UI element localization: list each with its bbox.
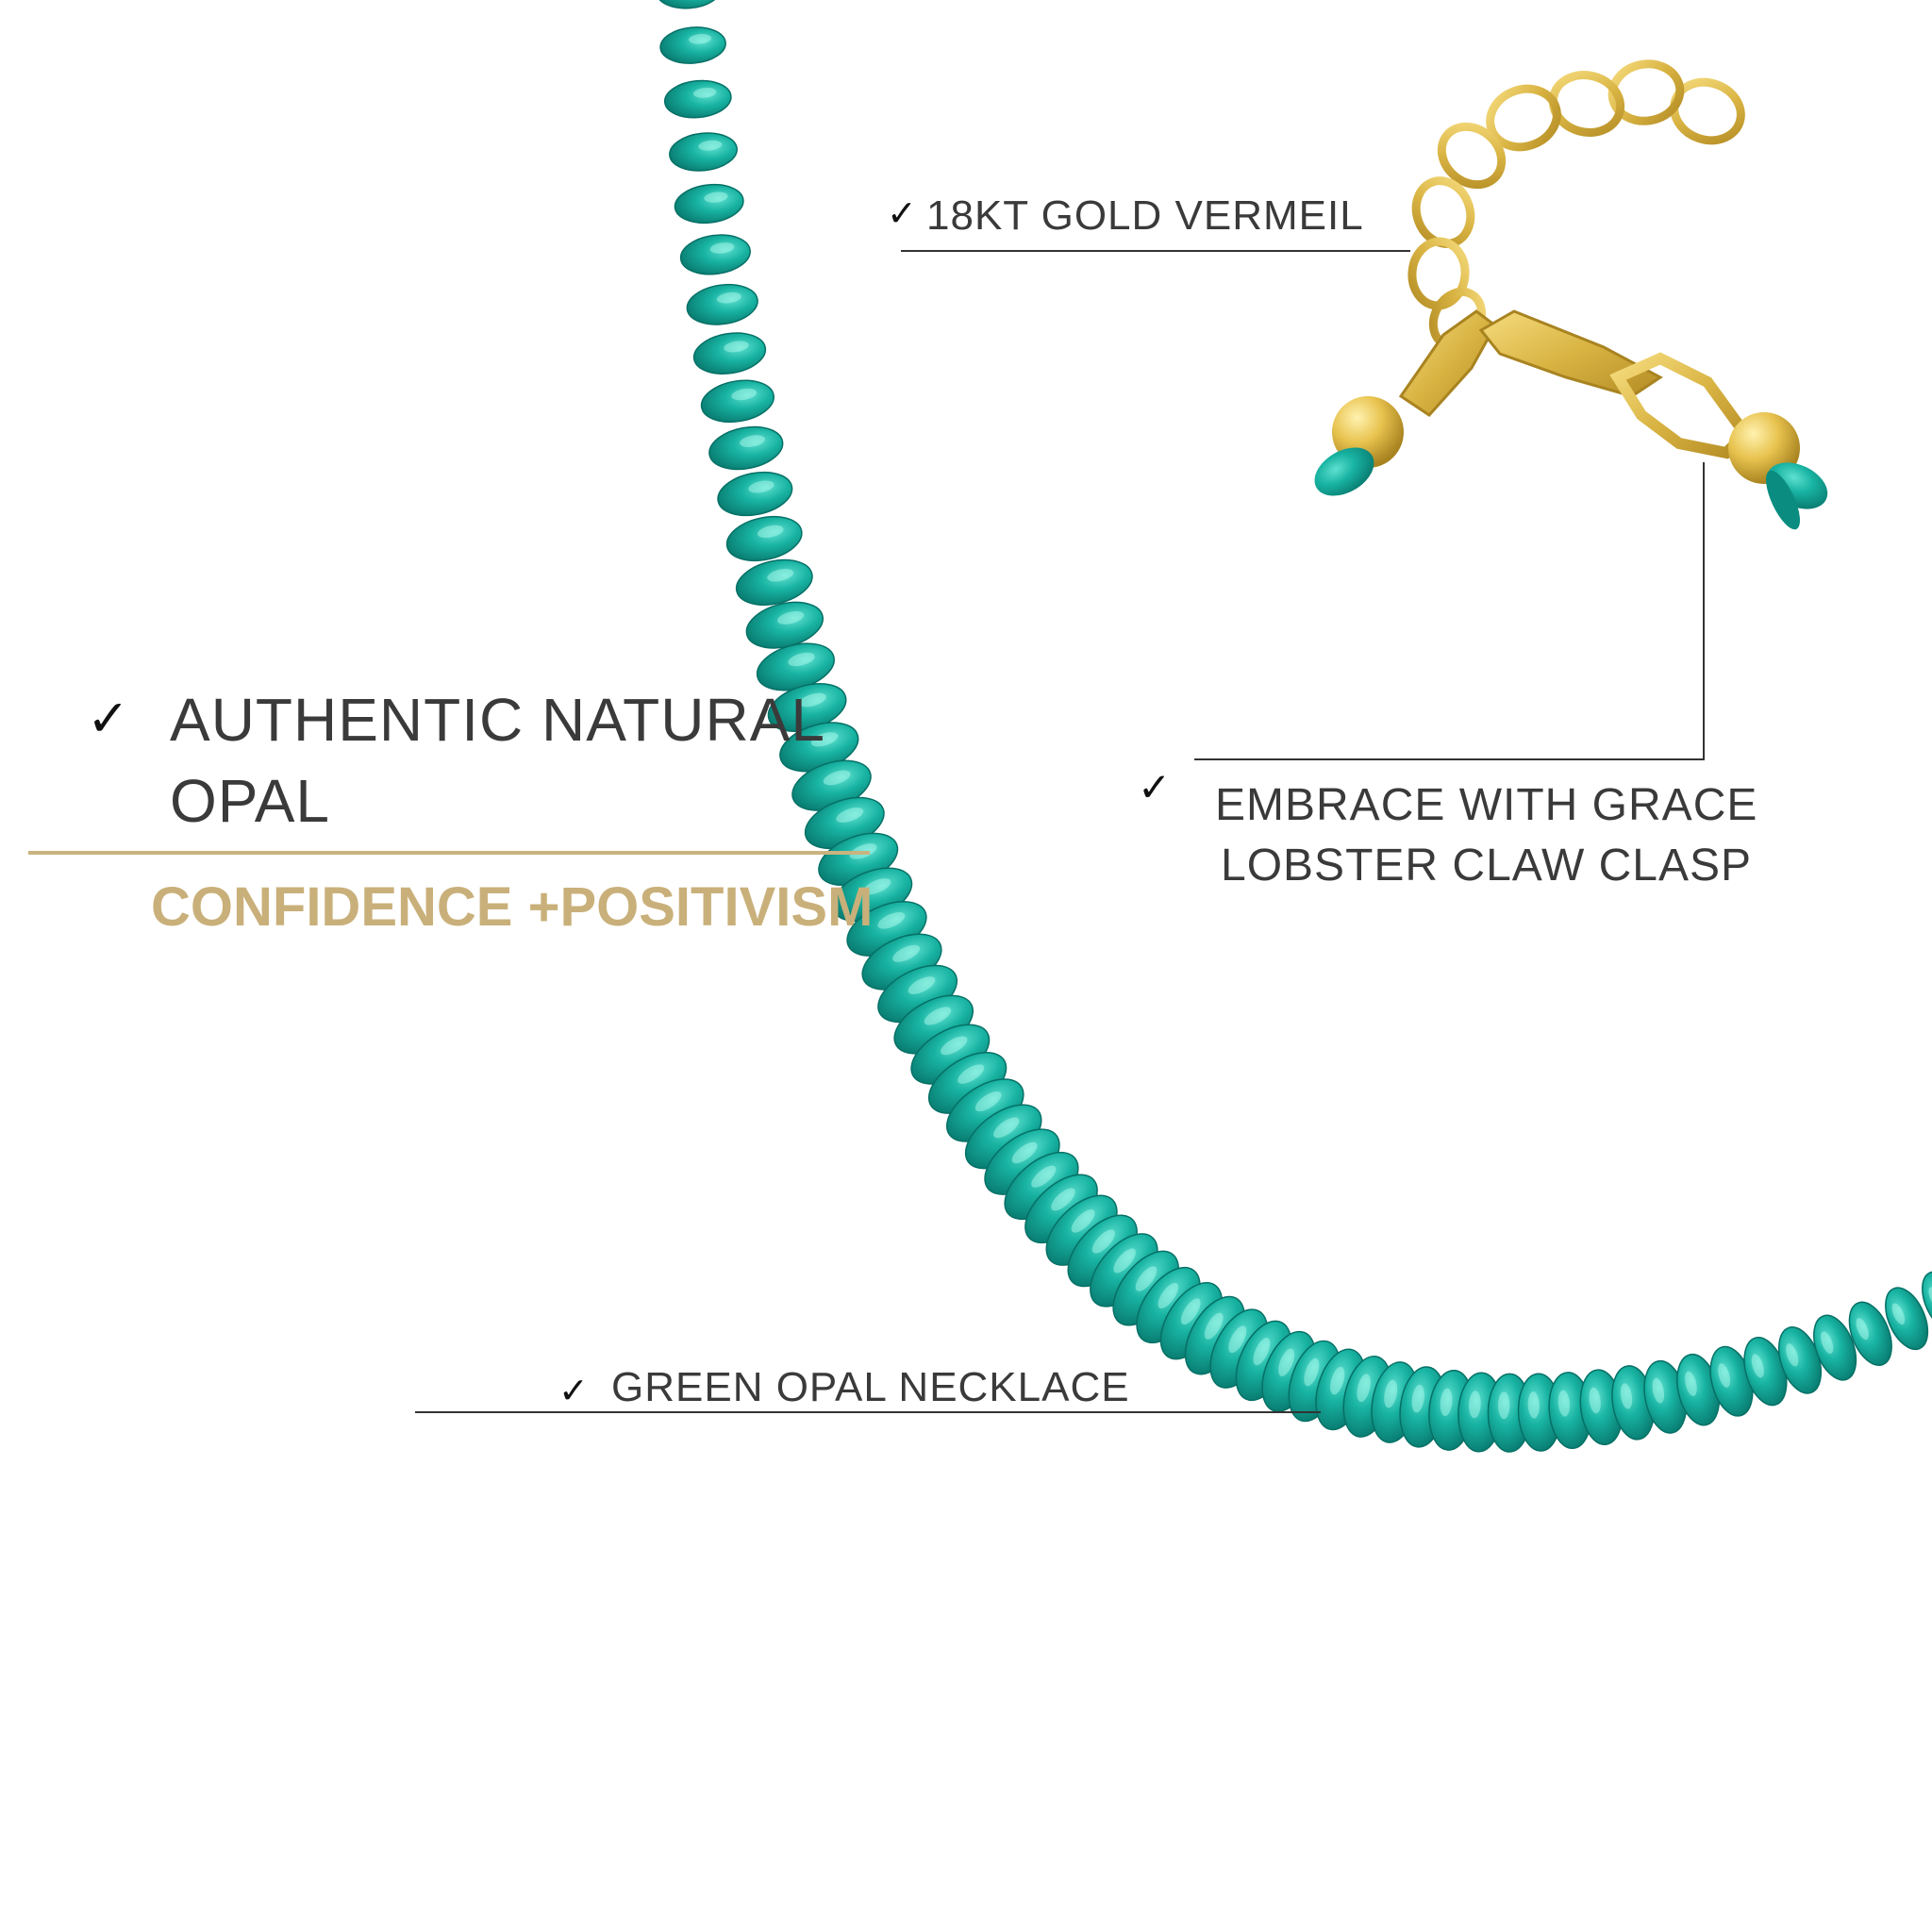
opal-bead [708,425,784,471]
opal-bead-highlight [993,1117,1020,1139]
opal-bead-highlight [1071,1209,1095,1233]
check-icon: ✓ [87,689,130,748]
opal-bead-highlight [788,652,815,667]
opal-bead-highlight [716,291,741,304]
gold-label-rule [901,250,1410,252]
check-icon: ✓ [1138,764,1172,810]
opal-bead-highlight [1498,1391,1510,1420]
opal-bead [656,0,722,9]
opal-bead-highlight [767,568,794,582]
opal-bead-highlight [908,976,936,994]
opal-bead [669,132,738,172]
opal-bead-highlight [748,480,774,493]
opal-bead-highlight [1304,1357,1320,1387]
clasp-leader-horizontal [1194,758,1705,760]
check-icon: ✓ [887,192,917,234]
opal-bead-highlight [1228,1325,1247,1354]
opal-bead-highlight [958,1064,985,1084]
opal-bead-highlight [1786,1343,1799,1367]
necklace-label-rule [415,1411,1321,1413]
clasp-label-line1: EMBRACE WITH GRACE [1215,780,1758,830]
clasp-leader-vertical [1703,462,1705,760]
opal-bead-highlight [1820,1331,1834,1355]
opal-bead [700,379,774,424]
opal-bead-highlight [692,87,717,98]
opal-bead-highlight [1469,1391,1481,1419]
opal-bead [735,558,813,606]
opal-bead [1922,1271,1932,1333]
opal-bead-highlight [836,808,864,824]
opal-bead [1848,1301,1892,1366]
opal-bead-highlight [1051,1188,1075,1211]
opal-bead-highlight [1856,1318,1869,1341]
gold-vermeil-label: 18KT GOLD VERMEIL [926,192,1364,239]
opal-bead-highlight [776,610,805,625]
opal-bead-highlight [1557,1390,1571,1417]
opal-bead-highlight [1180,1298,1201,1325]
opal-bead-highlight [757,525,784,539]
opal-bead-highlight [1278,1348,1295,1376]
tagline: CONFIDENCE +POSITIVISM [151,876,874,938]
opal-bead-highlight [1384,1379,1398,1408]
opal-bead-highlight [799,692,826,708]
opal-bead-highlight [688,34,712,44]
opal-bead [679,234,751,275]
opal-bead [659,26,726,64]
check-icon: ✓ [558,1370,589,1411]
opal-bead-highlight [1589,1387,1601,1414]
opal-bead-highlight [1685,1371,1697,1396]
opal-bead-highlight [1091,1229,1115,1254]
opal-bead [674,183,744,225]
opal-bead-highlight [974,1091,1002,1112]
opal-bead-strand [656,0,1932,1453]
necklace-label: GREEN OPAL NECKLACE [611,1364,1130,1410]
opal-bead-highlight [1440,1388,1453,1417]
clasp-label-line2: LOBSTER CLAW CLASP [1221,841,1753,891]
opal-bead-highlight [1652,1377,1665,1404]
opal-bead-highlight [1113,1248,1136,1274]
opal-bead-highlight [704,192,728,203]
extender-chain [1407,59,1745,351]
opal-bead [717,471,793,517]
opal-bead-highlight [1527,1391,1540,1419]
opal-bead-highlight [1357,1374,1371,1403]
opal-bead [686,283,758,325]
opal-bead [725,515,803,562]
gold-divider [28,851,870,855]
opal-heading-line1: AUTHENTIC NATURAL [170,686,825,754]
opal-bead [692,332,767,375]
lobster-claw-clasp [1478,309,1828,530]
opal-bead-highlight [1330,1366,1345,1395]
opal-bead [1813,1314,1857,1381]
opal-bead-highlight [1204,1312,1224,1340]
opal-bead-highlight [1751,1354,1764,1378]
opal-bead-highlight [740,435,766,447]
opal-bead-highlight [1011,1141,1038,1164]
opal-heading-line2: OPAL [170,767,330,835]
opal-bead-highlight [1135,1266,1158,1291]
opal-bead-highlight [863,878,891,895]
opal-bead-highlight [709,242,735,254]
opal-bead-highlight [1253,1338,1271,1366]
opal-bead [663,79,732,119]
opal-bead-highlight [724,341,749,353]
opal-bead-highlight [731,388,758,401]
opal-bead-highlight [1158,1282,1179,1309]
opal-bead-highlight [924,1007,952,1025]
opal-bead-highlight [698,140,723,151]
opal-bead-highlight [941,1036,968,1056]
opal-bead-highlight [1031,1165,1057,1188]
opal-bead-highlight [1411,1384,1424,1413]
opal-bead-highlight [1891,1303,1906,1325]
opal-bead-highlight [877,911,906,929]
opal-bead-highlight [810,732,839,747]
opal-bead [1885,1287,1929,1351]
opal-bead-highlight [1620,1383,1633,1409]
opal-bead-highlight [892,944,921,962]
opal-bead-highlight [823,770,851,786]
opal-bead-highlight [1718,1363,1731,1388]
left-clasp-end [1314,309,1497,496]
